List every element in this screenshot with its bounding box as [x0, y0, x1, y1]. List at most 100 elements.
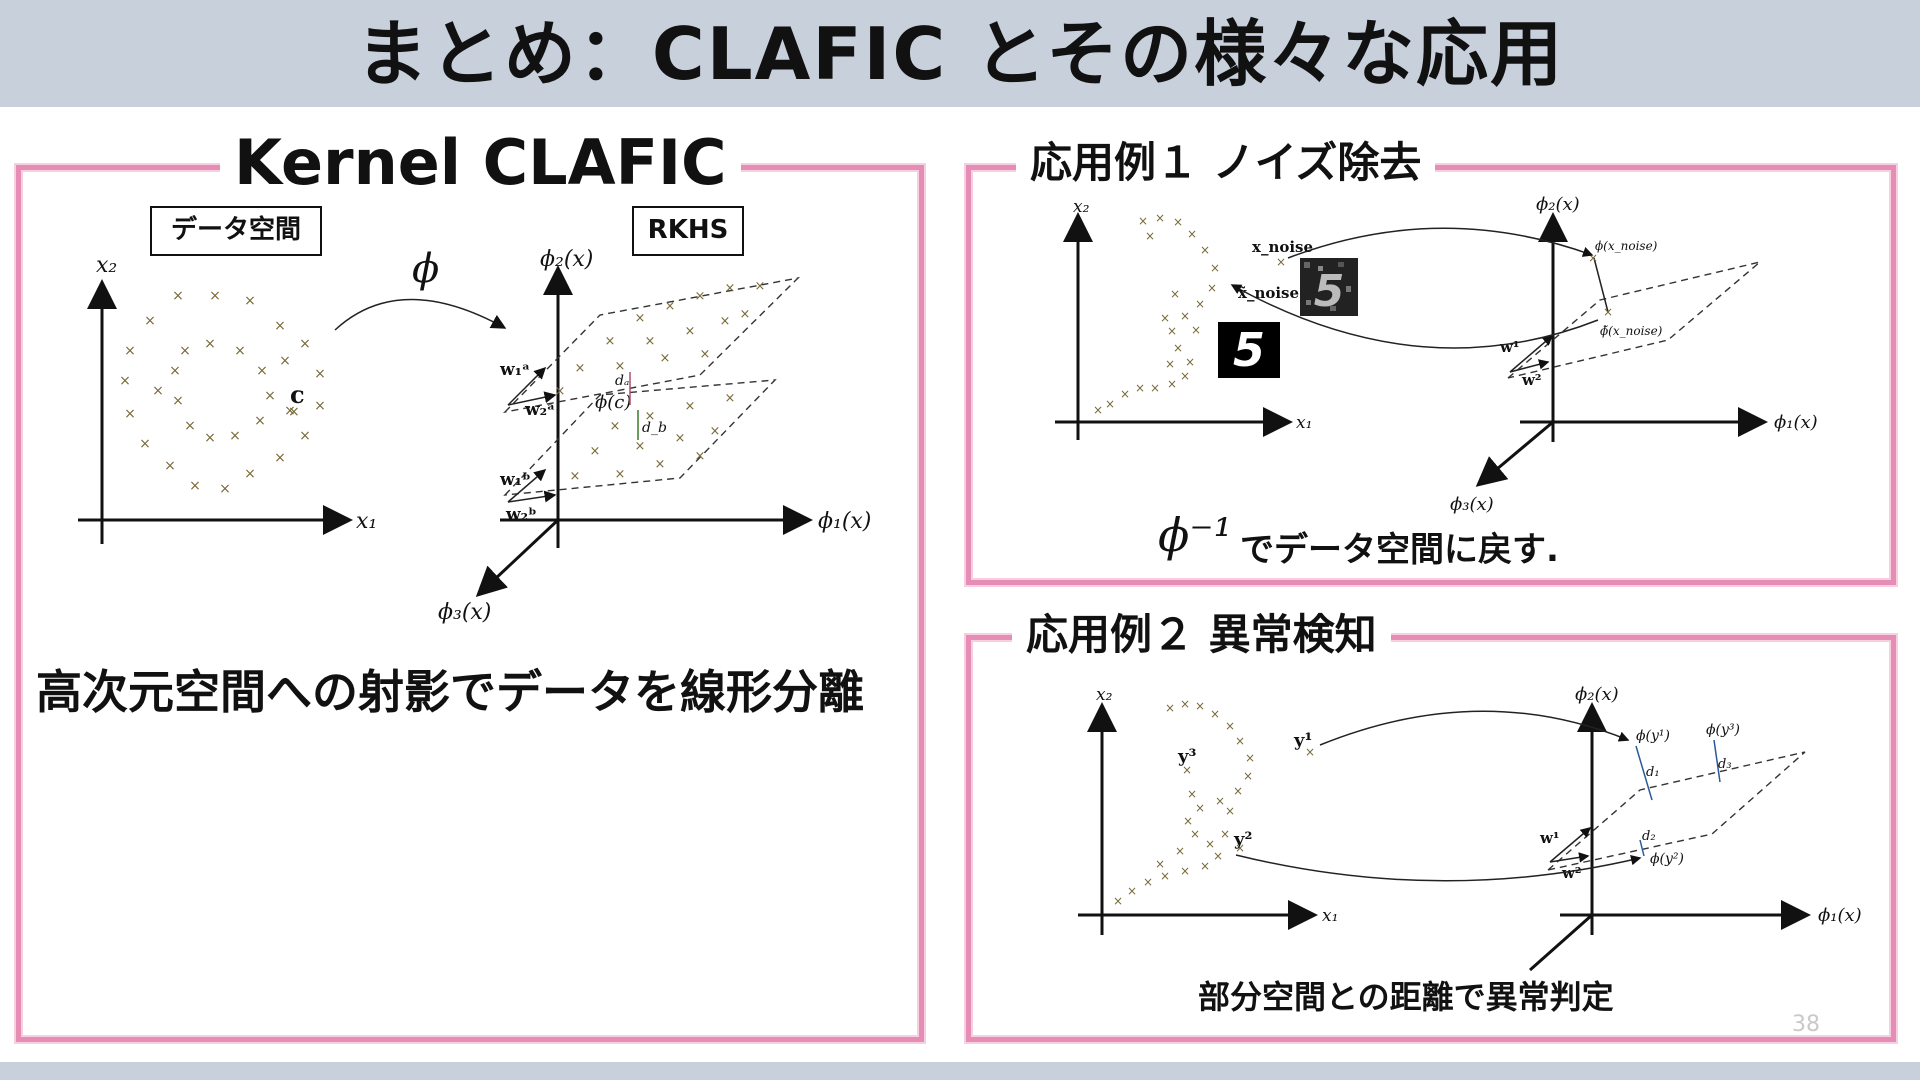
- noise-w2-arrow: [1509, 359, 1550, 373]
- noise-x1-label: x₁: [1296, 413, 1312, 433]
- data-x1-label: x₁: [356, 509, 377, 534]
- svg-text:×: ×: [152, 383, 164, 399]
- svg-text:×: ×: [1213, 849, 1223, 863]
- svg-text:×: ×: [685, 399, 696, 414]
- svg-text:×: ×: [184, 418, 196, 434]
- svg-text:×: ×: [1170, 287, 1180, 301]
- point-c-marker: ×: [288, 404, 300, 420]
- svg-text:×: ×: [665, 299, 676, 314]
- svg-text:×: ×: [605, 334, 616, 349]
- anomaly-detection-title: 応用例２ 異常検知: [1012, 607, 1391, 663]
- distance-d3-line: [1713, 739, 1721, 783]
- svg-text:×: ×: [570, 469, 581, 484]
- anomaly-phi2-label: ϕ₂(x): [1575, 684, 1619, 705]
- rkhs-points: ×××× ×××× ×××× ××× ×××× ×××× ××××: [555, 279, 766, 484]
- svg-text:×: ×: [1160, 311, 1170, 325]
- svg-text:×: ×: [1210, 707, 1220, 721]
- svg-text:×: ×: [314, 398, 326, 414]
- svg-text:×: ×: [1180, 864, 1190, 878]
- svg-text:×: ×: [615, 467, 626, 482]
- svg-text:×: ×: [204, 430, 216, 446]
- rkhs-phi1-label: ϕ₁(x): [818, 509, 871, 534]
- x-noise-hat-label: x̃_noise: [1238, 284, 1299, 302]
- svg-text:×: ×: [1160, 869, 1170, 883]
- footer-bar: [0, 1062, 1920, 1080]
- svg-text:×: ×: [169, 363, 181, 379]
- x-noise-label: x_noise: [1252, 238, 1313, 256]
- svg-text:×: ×: [1180, 309, 1190, 323]
- svg-text:×: ×: [655, 457, 666, 472]
- svg-text:×: ×: [1167, 324, 1177, 338]
- svg-text:×: ×: [555, 384, 566, 399]
- da-label: dₐ: [615, 373, 629, 389]
- svg-text:×: ×: [755, 279, 766, 294]
- noise-axis-phi3: [1475, 420, 1554, 487]
- svg-text:×: ×: [720, 314, 731, 329]
- svg-text:×: ×: [615, 359, 626, 374]
- denoised-digit-image: 5: [1218, 322, 1280, 378]
- svg-text:×: ×: [299, 428, 311, 444]
- svg-text:×: ×: [284, 403, 296, 419]
- anomaly-w2-arrow: [1549, 852, 1590, 863]
- inverse-symbol: ϕ⁻¹: [1158, 508, 1233, 562]
- svg-text:×: ×: [119, 373, 131, 389]
- svg-text:×: ×: [264, 388, 276, 404]
- rkhs-axis-phi3: [475, 518, 560, 598]
- svg-text:×: ×: [1220, 827, 1230, 841]
- svg-text:×: ×: [1195, 801, 1205, 815]
- y2-label: y²: [1233, 829, 1252, 850]
- noise-forward-arc: [1287, 227, 1594, 259]
- page-number: 38: [1792, 1012, 1820, 1037]
- basis-wa2-arrow: [507, 391, 557, 406]
- wb2-label: w₂ᵇ: [505, 505, 537, 525]
- subspace-plane-a: [502, 276, 801, 414]
- svg-text:×: ×: [189, 478, 201, 494]
- svg-text:×: ×: [209, 288, 221, 304]
- svg-text:×: ×: [1195, 297, 1205, 311]
- svg-text:×: ×: [710, 424, 721, 439]
- noise-phi2-label: ϕ₂(x): [1536, 194, 1580, 215]
- svg-text:×: ×: [172, 393, 184, 409]
- svg-text:×: ×: [590, 444, 601, 459]
- svg-text:×: ×: [219, 481, 231, 497]
- svg-text:×: ×: [256, 363, 268, 379]
- svg-text:×: ×: [1167, 377, 1177, 391]
- svg-text:×: ×: [274, 318, 286, 334]
- noise-removal-title: 応用例１ ノイズ除去: [1016, 135, 1436, 191]
- d1-label: d₁: [1646, 765, 1660, 780]
- basis-wa1-arrow: [507, 366, 547, 406]
- svg-text:×: ×: [124, 343, 136, 359]
- svg-text:×: ×: [685, 324, 696, 339]
- svg-text:×: ×: [1180, 697, 1190, 711]
- noise-inverse-arc: [1230, 284, 1599, 349]
- wa1-label: w₁ᵃ: [499, 360, 530, 380]
- svg-text:×: ×: [700, 347, 711, 362]
- phi-xnoise-marker: ×: [1588, 251, 1598, 265]
- phi-xnoise-hat-label: ϕ̃(x_noise): [1600, 324, 1663, 338]
- anomaly-w1-arrow: [1549, 827, 1592, 863]
- svg-text:×: ×: [1207, 281, 1217, 295]
- svg-text:×: ×: [1225, 719, 1235, 733]
- svg-text:×: ×: [1120, 387, 1130, 401]
- noise-x2-label: x₂: [1073, 197, 1090, 217]
- svg-text:×: ×: [229, 428, 241, 444]
- svg-text:×: ×: [725, 391, 736, 406]
- svg-text:×: ×: [1210, 261, 1220, 275]
- anomaly-detection-caption: 部分空間との距離で異常判定: [1198, 978, 1614, 1016]
- d3-label: d₃: [1718, 757, 1732, 772]
- svg-text:×: ×: [172, 288, 184, 304]
- noisy-digit-image: 5: [1300, 258, 1358, 317]
- svg-text:×: ×: [1143, 875, 1153, 889]
- rkhs-phi3-label: ϕ₃(x): [438, 600, 492, 625]
- data-space-box: データ空間: [150, 206, 322, 256]
- basis-wb2-arrow: [507, 490, 557, 503]
- svg-text:×: ×: [1155, 857, 1165, 871]
- title-bar: まとめ：CLAFIC とその様々な応用: [0, 0, 1920, 107]
- svg-text:×: ×: [1135, 381, 1145, 395]
- svg-text:×: ×: [695, 449, 706, 464]
- anomaly-w1-label: w¹: [1539, 829, 1559, 847]
- noise-w2-label: w²: [1521, 371, 1541, 389]
- svg-text:×: ×: [1225, 804, 1235, 818]
- noise-data-points: ×××× ×××× ×××× ×××× ×××× ××××: [1093, 211, 1220, 417]
- svg-text:×: ×: [645, 409, 656, 424]
